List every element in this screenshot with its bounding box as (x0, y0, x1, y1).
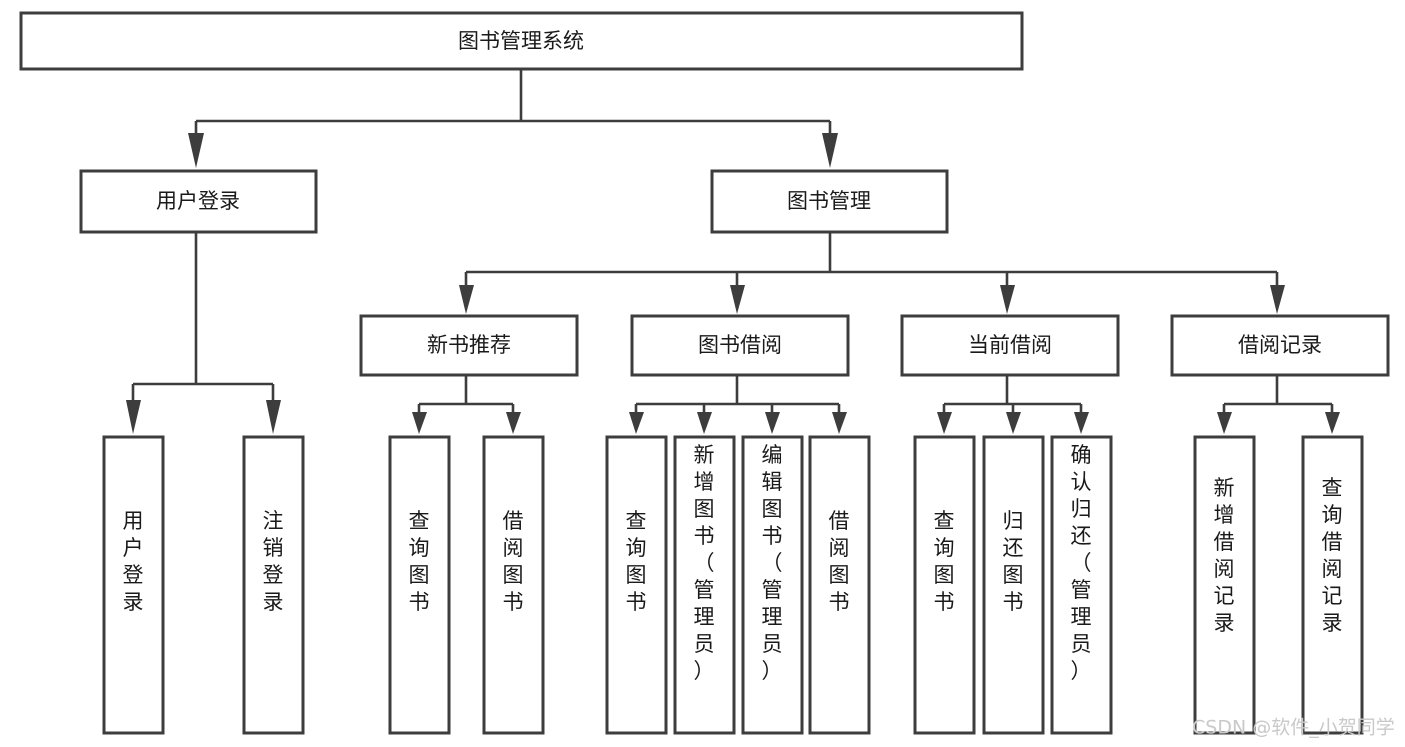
node-current-borrow-label: 当前借阅 (968, 333, 1052, 357)
node-leaf-add-book[interactable]: 新增图书（管理员） (673, 435, 736, 735)
arrow-head-leaf-user-login (126, 400, 141, 434)
node-user-login-label: 用户登录 (156, 189, 240, 213)
node-book-manage-label: 图书管理 (787, 189, 871, 213)
node-current-borrow-box[interactable] (900, 314, 1120, 377)
node-leaf-query-book-2-box[interactable] (605, 435, 668, 735)
arrow-head-leaf-query-book-2 (629, 412, 644, 434)
arrow-head-leaf-edit-book (765, 412, 780, 434)
arrow-head-leaf-borrow-book-2 (832, 412, 847, 434)
node-leaf-add-record-label: 新增借阅记录 (1214, 476, 1235, 635)
node-leaf-user-login-box[interactable] (102, 435, 165, 735)
node-new-book-recommend[interactable]: 新书推荐 (359, 314, 579, 377)
node-book-borrow-box[interactable] (630, 314, 850, 377)
node-leaf-confirm-return[interactable]: 确认归还（管理员） (1050, 435, 1113, 735)
node-leaf-query-book-2-label: 查询图书 (626, 509, 647, 614)
arrow-head-leaf-borrow-book-1 (506, 412, 521, 434)
node-leaf-edit-book-box[interactable] (741, 435, 804, 735)
node-book-borrow[interactable]: 图书借阅 (630, 314, 850, 377)
node-leaf-query-record[interactable]: 查询借阅记录 (1301, 435, 1364, 735)
node-root-box[interactable] (19, 11, 1024, 71)
node-leaf-add-book-box[interactable] (673, 435, 736, 735)
node-book-borrow-label: 图书借阅 (698, 333, 782, 357)
node-new-book-recommend-label: 新书推荐 (427, 333, 511, 357)
node-borrow-record[interactable]: 借阅记录 (1170, 314, 1390, 377)
arrow-head-new-book-recommend (459, 285, 474, 314)
node-leaf-query-book-1-label: 查询图书 (409, 509, 430, 614)
node-leaf-query-book-1-box[interactable] (388, 435, 451, 735)
node-leaf-return-book[interactable]: 归还图书 (982, 435, 1045, 735)
node-leaf-add-book-label: 新增图书（管理员） (694, 443, 715, 683)
node-leaf-query-book-2[interactable]: 查询图书 (605, 435, 668, 735)
connector-layer (126, 70, 1340, 434)
arrow-head-leaf-query-book-3 (937, 412, 952, 434)
node-leaf-add-record[interactable]: 新增借阅记录 (1193, 435, 1256, 735)
arrow-head-leaf-return-book (1006, 412, 1021, 434)
node-leaf-user-login[interactable]: 用户登录 (102, 435, 165, 735)
node-leaf-borrow-book-2-label: 借阅图书 (829, 509, 850, 614)
node-book-manage[interactable]: 图书管理 (710, 169, 949, 234)
arrow-head-leaf-query-book-1 (412, 412, 427, 434)
node-leaf-query-record-box[interactable] (1301, 435, 1364, 735)
node-leaf-add-record-box[interactable] (1193, 435, 1256, 735)
node-user-login[interactable]: 用户登录 (79, 169, 318, 234)
node-leaf-edit-book-label: 编辑图书（管理员） (762, 443, 783, 683)
csdn-watermark: CSDN @软件_小贺同学 (1192, 717, 1395, 739)
node-leaf-query-book-3[interactable]: 查询图书 (913, 435, 976, 735)
node-leaf-query-book-3-label: 查询图书 (934, 509, 955, 614)
node-leaf-return-book-label: 归还图书 (1003, 509, 1024, 614)
arrow-head-book-manage (822, 133, 838, 168)
node-leaf-confirm-return-label: 确认归还（管理员） (1071, 443, 1092, 683)
node-leaf-logout-label: 注销登录 (263, 509, 284, 614)
arrow-head-leaf-add-record (1217, 412, 1232, 434)
arrow-head-borrow-record (1270, 285, 1285, 314)
node-leaf-borrow-book-2-box[interactable] (808, 435, 871, 735)
node-leaf-return-book-box[interactable] (982, 435, 1045, 735)
node-root[interactable]: 图书管理系统 (19, 11, 1024, 71)
node-new-book-recommend-box[interactable] (359, 314, 579, 377)
node-user-login-box[interactable] (79, 169, 318, 234)
arrow-head-book-borrow (730, 285, 745, 314)
node-book-manage-box[interactable] (710, 169, 949, 234)
node-leaf-edit-book[interactable]: 编辑图书（管理员） (741, 435, 804, 735)
node-leaf-borrow-book-2[interactable]: 借阅图书 (808, 435, 871, 735)
arrow-head-leaf-logout (266, 400, 281, 434)
arrow-head-leaf-confirm-return (1074, 412, 1089, 434)
node-leaf-query-book-1[interactable]: 查询图书 (388, 435, 451, 735)
arrow-head-user-login (188, 133, 204, 168)
node-leaf-logout-box[interactable] (242, 435, 305, 735)
node-leaf-borrow-book-1[interactable]: 借阅图书 (482, 435, 545, 735)
node-current-borrow[interactable]: 当前借阅 (900, 314, 1120, 377)
arrow-head-leaf-add-book (697, 412, 712, 434)
node-borrow-record-label: 借阅记录 (1238, 333, 1322, 357)
node-borrow-record-box[interactable] (1170, 314, 1390, 377)
node-root-label: 图书管理系统 (458, 29, 584, 53)
arrow-head-current-borrow (1000, 285, 1015, 314)
node-leaf-logout[interactable]: 注销登录 (242, 435, 305, 735)
node-leaf-user-login-label: 用户登录 (123, 509, 144, 614)
arrow-head-leaf-query-record (1325, 412, 1340, 434)
node-leaf-query-record-label: 查询借阅记录 (1322, 476, 1343, 635)
node-leaf-borrow-book-1-label: 借阅图书 (503, 509, 524, 614)
node-leaf-query-book-3-box[interactable] (913, 435, 976, 735)
node-leaf-borrow-book-1-box[interactable] (482, 435, 545, 735)
node-leaf-confirm-return-box[interactable] (1050, 435, 1113, 735)
